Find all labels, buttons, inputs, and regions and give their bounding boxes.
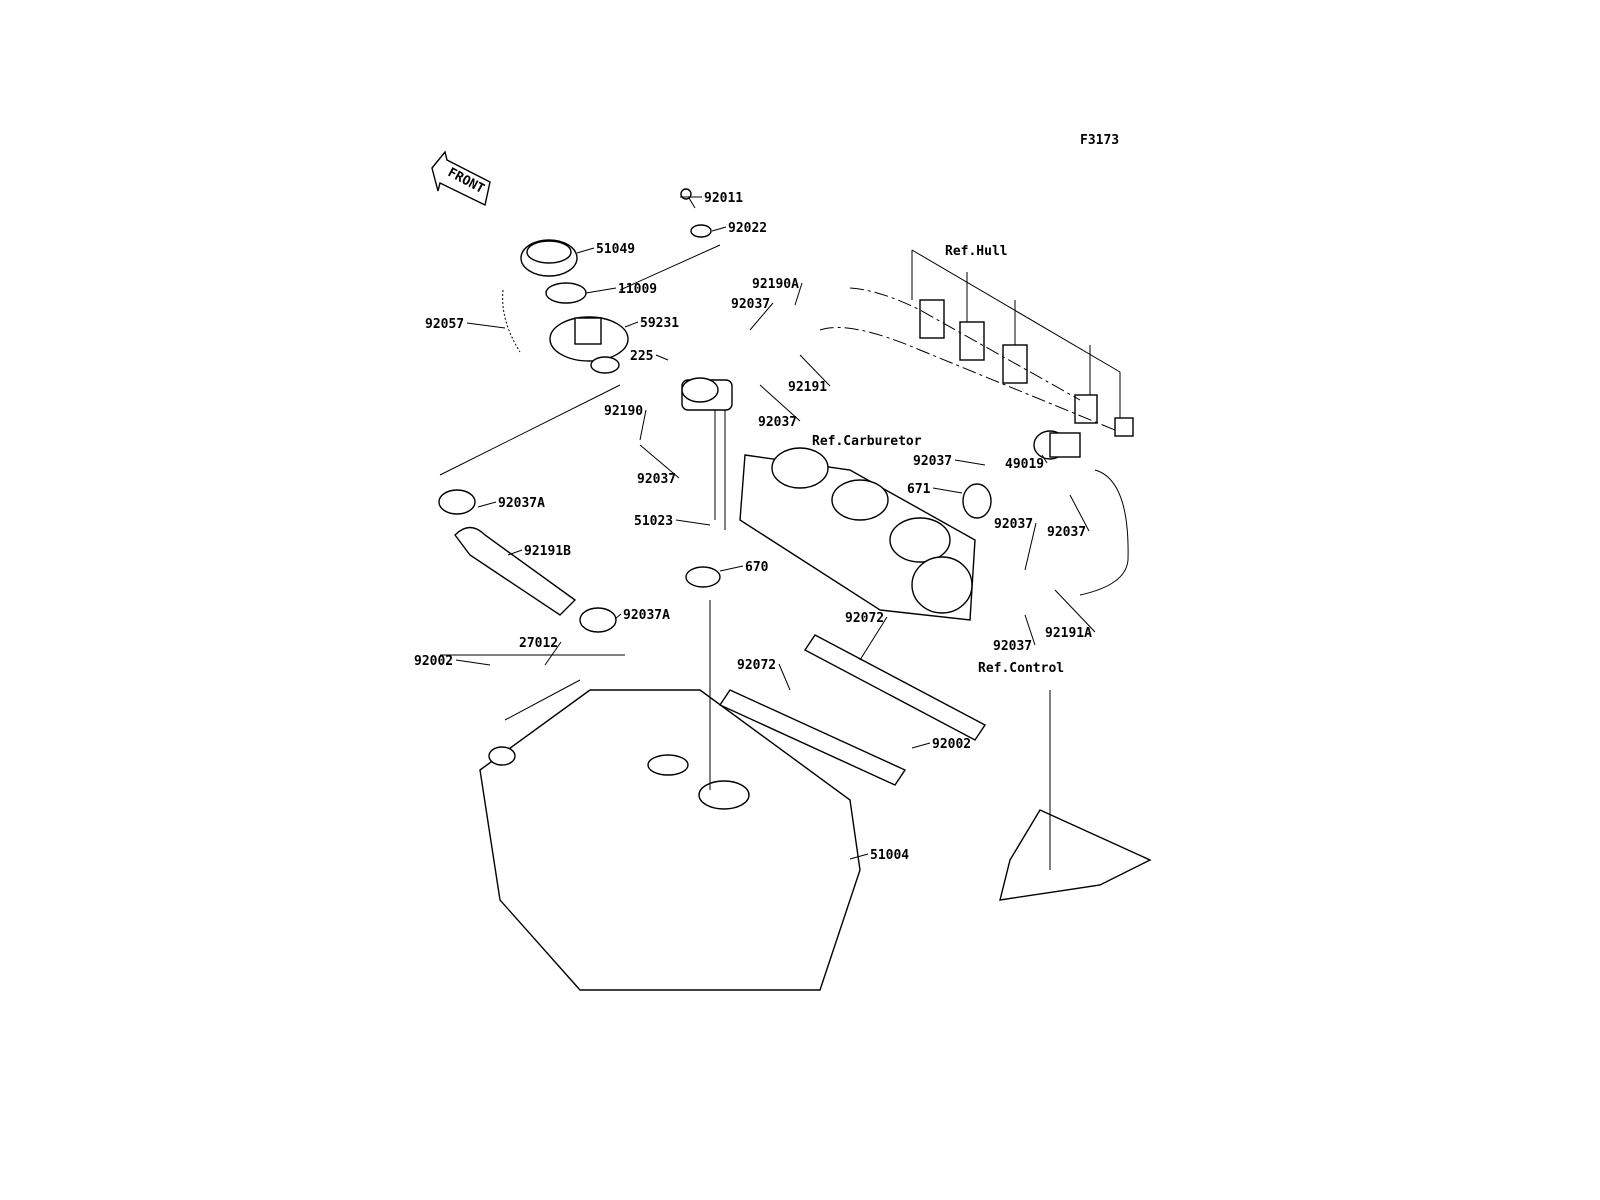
bracket [999,809,1152,901]
part-number-label: 92190 [604,404,643,419]
leader-line [749,302,774,331]
leader-line [639,409,647,441]
leader-line [455,659,491,666]
leader-line [799,354,831,387]
leader-line [1024,522,1037,571]
leader-line [1041,454,1048,464]
part-number-label: 92037 [1047,525,1086,540]
part-number-label: 92057 [425,317,464,332]
hose-clamps [438,489,617,633]
leader-line [585,287,617,294]
part-number-label: 92002 [932,737,971,752]
leader-line [1069,494,1090,532]
part-number-label: 92190A [752,277,799,292]
part-number-label: 92011 [704,191,743,206]
part-number-label: 225 [630,349,653,364]
fuel-valve [681,377,733,530]
fuel-tank-51004 [479,689,861,991]
part-number-label: 92191B [524,544,571,559]
figure-code: F3173 [1080,133,1119,148]
part-number-label: 92002 [414,654,453,669]
part-number-label: 11009 [618,282,657,297]
part-number-label: 49019 [1005,457,1044,472]
leader-line [859,616,888,661]
leader-line [507,549,523,556]
part-number-label: Ref.Carburetor [812,434,922,449]
leader-line [778,663,791,691]
leader-line [655,354,669,361]
part-number-label: 51023 [634,514,673,529]
hose-92191B [454,526,577,616]
part-number-label: 92037 [994,517,1033,532]
part-number-label: 92072 [737,658,776,673]
part-number-label: 51049 [596,242,635,257]
washer-92022 [690,224,712,238]
leader-line [911,742,931,749]
o-ring-671 [962,483,992,519]
hull-clamps [919,299,1134,437]
leader-line [849,853,869,860]
leader-line [711,226,727,232]
fuel-cap-51049 [520,239,578,277]
part-number-label: 92037A [498,496,545,511]
leader-line [719,565,744,572]
part-number-label: 59231 [640,316,679,331]
band-27012 [504,679,581,721]
carburetor [739,447,976,621]
part-number-label: 92037 [758,415,797,430]
fuel-filter-49019 [1033,430,1081,460]
leader-line [675,519,711,526]
pads-92072 [718,634,987,786]
leader-line [1054,589,1096,633]
o-ring-670 [685,566,721,588]
strap-92057 [502,289,521,353]
leader-line [544,641,562,666]
filler-neck-59231 [549,316,629,374]
leader-line [932,487,963,494]
part-number-label: 92037 [637,472,676,487]
part-number-label: Ref.Hull [945,244,1008,259]
leader-line [639,444,680,479]
leader-line [576,247,595,254]
leader-line [477,501,497,508]
part-number-label: 92037 [993,639,1032,654]
part-number-label: Ref.Control [978,661,1064,676]
part-number-label: 671 [907,482,931,497]
part-number-label: 92191 [788,380,827,395]
part-number-label: 51004 [870,848,909,863]
part-number-label: 92037 [731,297,770,312]
leader-line [954,459,986,466]
part-number-label: 92072 [845,611,884,626]
part-number-label: 92037A [623,608,670,623]
part-number-label: 670 [745,560,769,575]
part-number-label: 92037 [913,454,952,469]
leader-line [759,384,801,422]
leader-line [1024,614,1036,646]
leader-lines [439,244,1129,870]
part-number-label: 92022 [728,221,767,236]
leader-line [794,282,803,306]
part-number-label: 92191A [1045,626,1092,641]
leader-line [466,322,506,329]
leader-line [624,321,639,328]
leader-line [614,613,622,620]
part-number-label: 27012 [519,636,558,651]
